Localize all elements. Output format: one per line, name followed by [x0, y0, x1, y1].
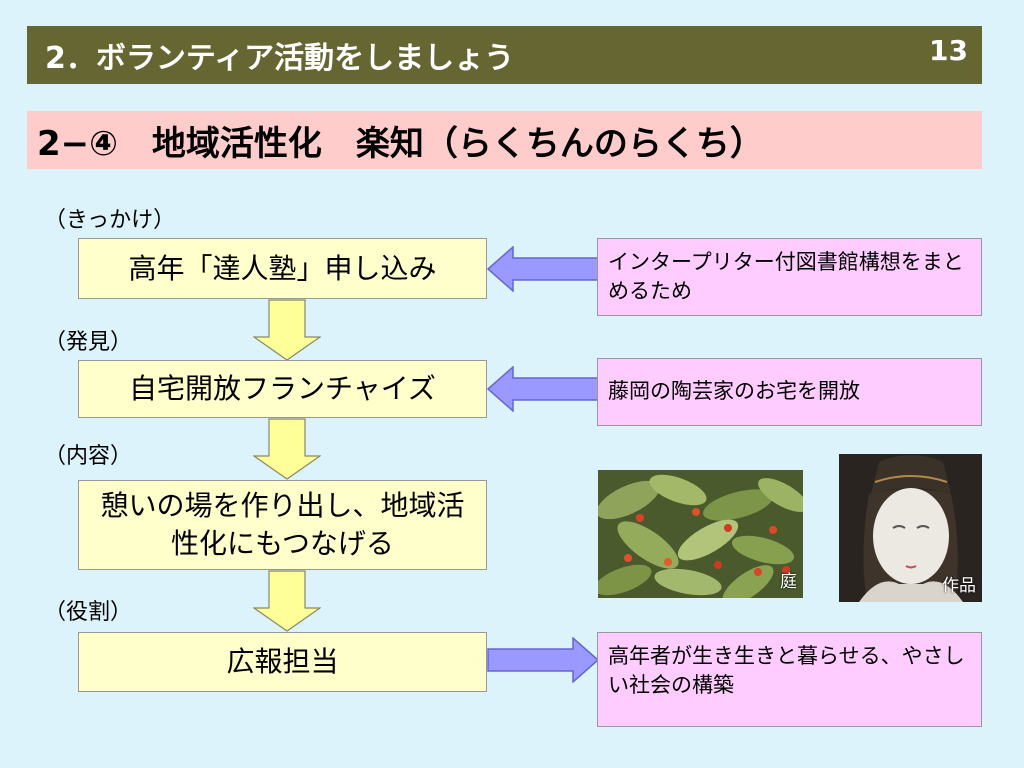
note-box-library-concept: インタープリター付図書館構想をまとめるため	[597, 238, 982, 316]
garden-caption: 庭	[780, 572, 797, 592]
title-bar: 2．ボランティア活動をしましょう 13	[27, 26, 982, 84]
section-bar: 2−④ 地域活性化 楽知（らくちんのらくち）	[27, 111, 982, 169]
step-label-role: （役割）	[44, 600, 133, 625]
down-arrow-icon	[253, 570, 321, 632]
artwork-caption: 作品	[942, 576, 976, 596]
garden-photo: 庭	[598, 470, 803, 598]
flow-box-franchise: 自宅開放フランチャイズ	[78, 360, 487, 418]
slide-title: 2．ボランティア活動をしましょう	[45, 41, 515, 76]
step-label-content: （内容）	[44, 444, 133, 469]
flow-box-gathering-place: 憩いの場を作り出し、地域活性化にもつなげる	[78, 480, 487, 570]
step-label-discovery: （発見）	[44, 330, 133, 355]
artwork-photo: 作品	[839, 454, 982, 602]
page-number: 13	[929, 34, 968, 67]
flow-box-pr-role: 広報担当	[78, 632, 487, 692]
right-arrow-icon	[487, 637, 599, 683]
down-arrow-icon	[253, 418, 321, 480]
note-box-potter-home: 藤岡の陶芸家のお宅を開放	[597, 358, 982, 426]
left-arrow-icon	[487, 246, 599, 292]
flow-box-application: 高年「達人塾」申し込み	[78, 238, 487, 299]
left-arrow-icon	[487, 366, 599, 412]
step-label-trigger: （きっかけ）	[44, 208, 176, 233]
note-box-society: 高年者が生き生きと暮らせる、やさしい社会の構築	[597, 632, 982, 727]
section-title: 2−④ 地域活性化 楽知（らくちんのらくち）	[37, 123, 764, 164]
down-arrow-icon	[253, 299, 321, 361]
